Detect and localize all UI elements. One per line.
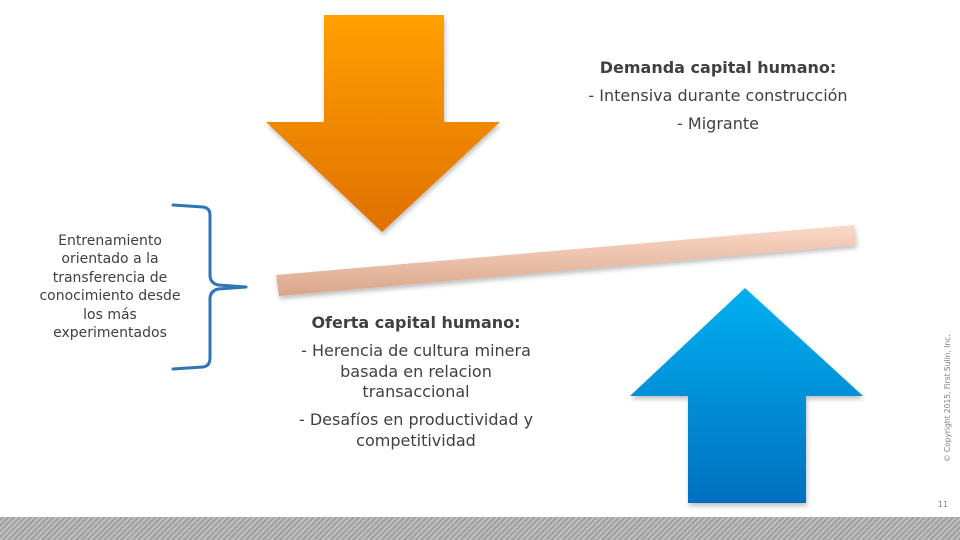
copyright-text: © Copyright 2015, First Sulin, Inc. — [943, 334, 952, 462]
demand-title: Demanda capital humano: — [599, 58, 837, 77]
training-note: Entrenamiento orientado a la transferenc… — [39, 233, 181, 342]
demand-item-migrant: - Migrante — [677, 113, 759, 133]
lever-bar — [276, 225, 856, 296]
demand-item-construction: - Intensiva durante construcción — [588, 85, 848, 105]
supply-item-challenges: - Desafíos en productividad y competitiv… — [298, 410, 534, 450]
up-arrow-icon — [630, 288, 863, 503]
down-arrow-icon — [266, 15, 500, 232]
supply-block: Oferta capital humano: - Herencia de cul… — [298, 313, 534, 459]
footer-band — [0, 517, 960, 540]
curly-brace-icon — [171, 203, 248, 371]
supply-item-culture: - Herencia de cultura minera basada en r… — [301, 340, 531, 402]
page-number: 11 — [937, 500, 949, 509]
demand-block: Demanda capital humano: - Intensiva dura… — [548, 58, 888, 141]
supply-title: Oferta capital humano: — [311, 313, 521, 332]
